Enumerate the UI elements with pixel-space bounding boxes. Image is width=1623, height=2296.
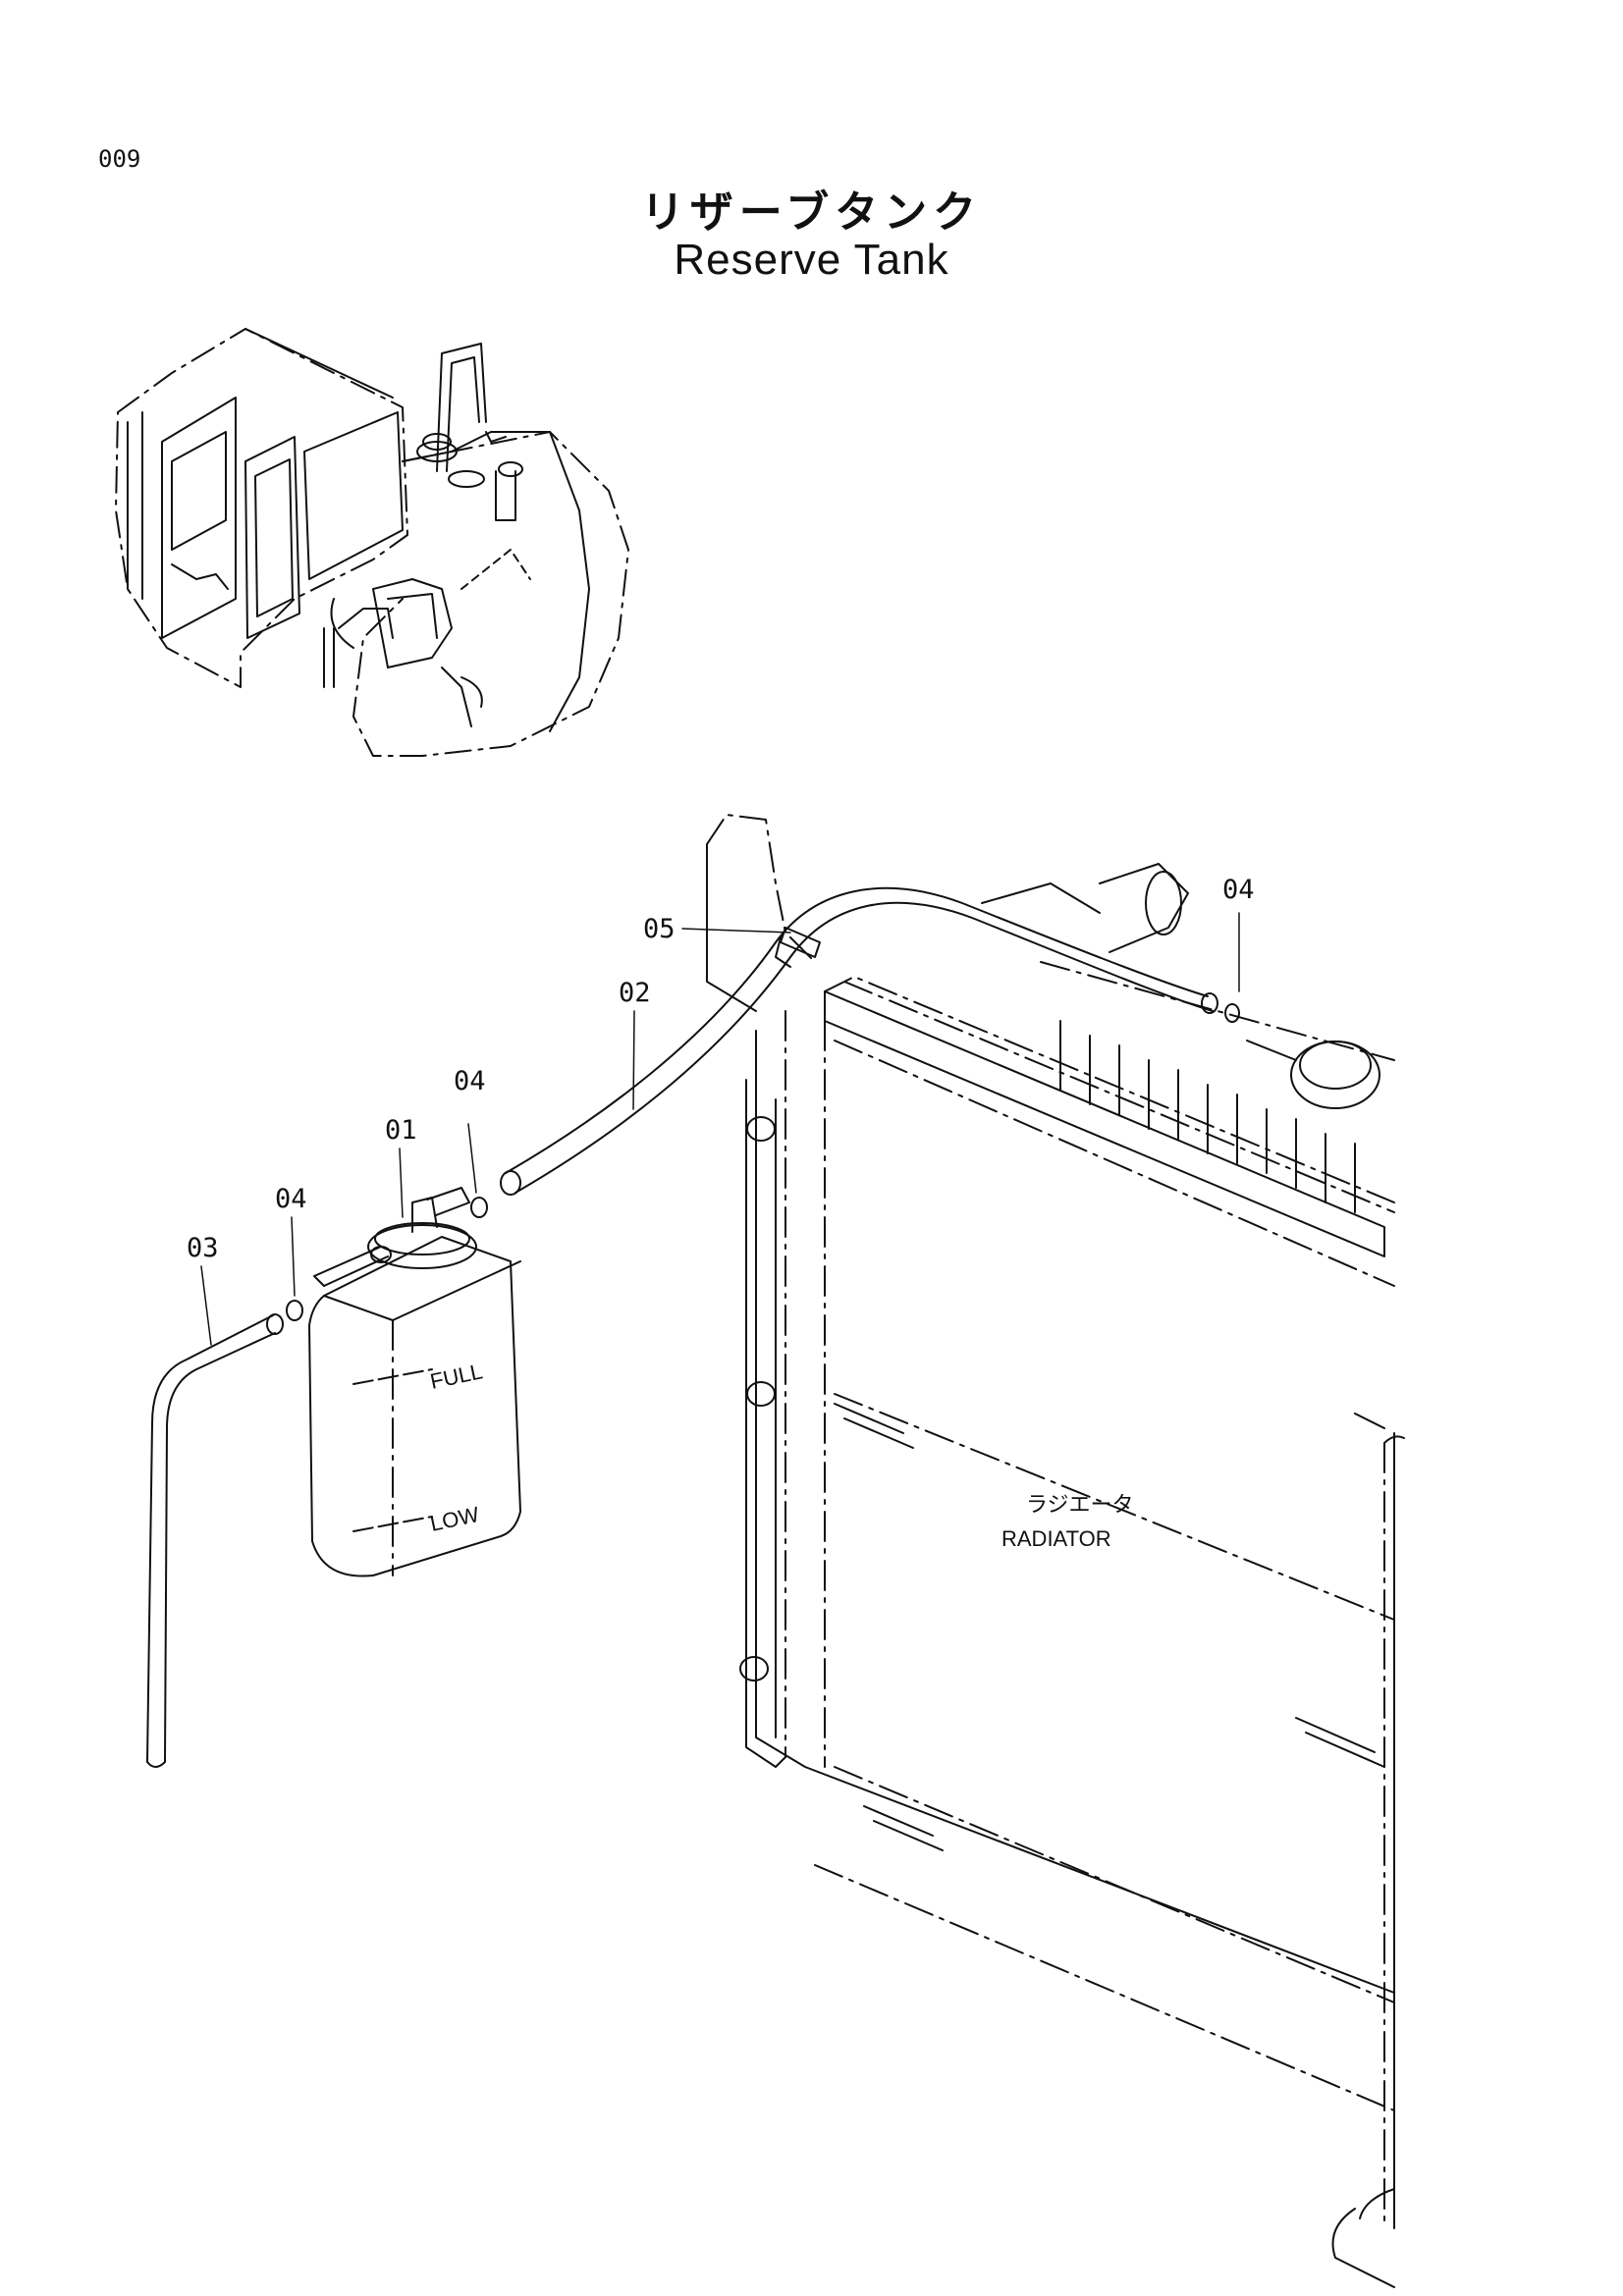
callout-04-left: 04 (275, 1184, 307, 1214)
reserve-tank-drawing (308, 1187, 521, 1577)
callout-05: 05 (643, 914, 676, 944)
page-number: 009 (98, 145, 141, 173)
clip-04-drawings (286, 1003, 1240, 1321)
radiator-label-english: RADIATOR (1001, 1526, 1111, 1551)
callout-03: 03 (187, 1233, 219, 1263)
hose-02-drawing (500, 886, 1218, 1196)
hose-03-drawing (146, 1313, 284, 1768)
callout-04-mid: 04 (454, 1066, 486, 1096)
tank-low-mark: LOW (428, 1502, 481, 1536)
title-japanese: リザーブタンク (640, 187, 983, 238)
radiator-label-japanese: ラジエータ (1026, 1492, 1134, 1517)
title-english: Reserve Tank (674, 236, 949, 284)
radiator-drawing (706, 814, 1405, 2288)
callout-01: 01 (385, 1115, 417, 1146)
excavator-overview-drawing (115, 328, 629, 757)
clamp-05-drawing (775, 927, 821, 968)
tank-full-mark: FULL (428, 1359, 485, 1394)
leader-lines (200, 912, 1240, 1346)
callout-04-right: 04 (1222, 875, 1255, 905)
callout-02: 02 (619, 978, 651, 1008)
